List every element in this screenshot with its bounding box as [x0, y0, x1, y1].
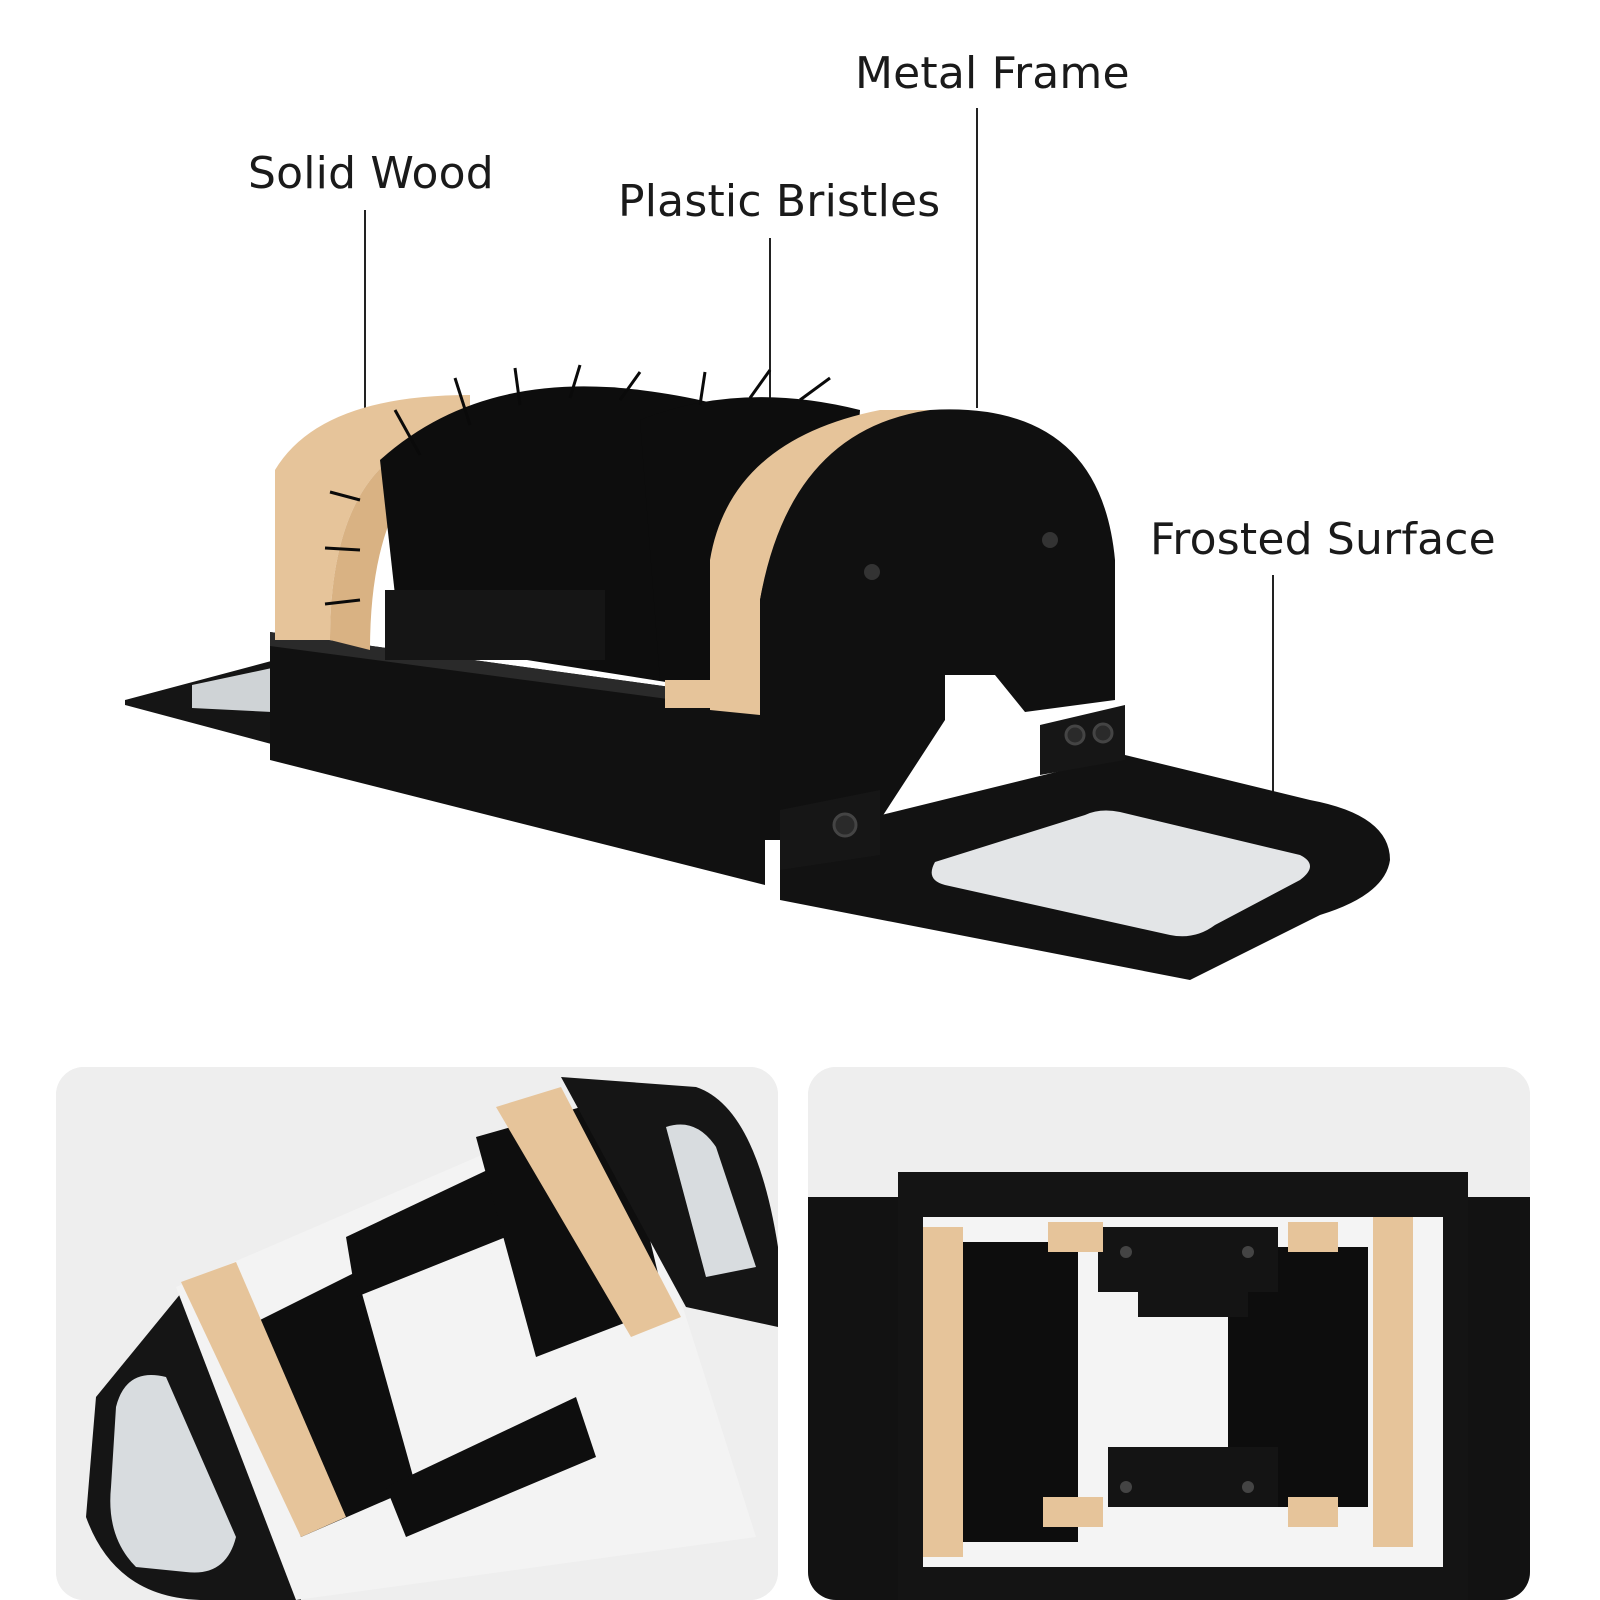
bracket-left: [780, 790, 880, 870]
leader-line-metal-frame: [976, 108, 978, 408]
top-view-brush-left: [226, 1272, 416, 1537]
leader-line-plastic-bristles: [769, 238, 771, 438]
small-wood-block: [665, 680, 710, 708]
underside-cross-plate-bottom: [1108, 1447, 1278, 1507]
top-view-brush-bottom: [386, 1397, 596, 1537]
underside-wood-block-2: [1288, 1222, 1338, 1252]
left-frosted-pad: [192, 668, 272, 712]
bottom-brush-block: [385, 590, 605, 660]
top-view-left-frosted-pad: [110, 1375, 236, 1573]
top-view-wood-left: [181, 1262, 346, 1537]
leader-line-solid-wood: [364, 210, 366, 445]
underside-wood-block-3: [1043, 1497, 1103, 1527]
callout-metal-frame: Metal Frame: [855, 48, 1130, 99]
underside-wood-bar-right: [1373, 1217, 1413, 1547]
underside-screw-4: [1242, 1481, 1254, 1493]
bracket-right-bolt-1: [1064, 724, 1086, 746]
bristle-strands: [324, 364, 831, 606]
underside-cross-plate-top: [1098, 1227, 1278, 1317]
arch-screw-right: [1042, 532, 1058, 548]
top-view-right-frosted-pad: [666, 1124, 756, 1277]
top-view-wood-right: [496, 1087, 681, 1337]
bracket-right-bolt-2: [1092, 722, 1114, 744]
left-wood-end-shade: [330, 430, 500, 650]
main-product-illustration: [125, 364, 1390, 980]
underside-view-illustration: [808, 1067, 1530, 1600]
detail-photo-top-view: [56, 1067, 778, 1600]
metal-arch-plate: [760, 409, 1115, 840]
underside-screw-2: [1242, 1246, 1254, 1258]
right-wood-end: [710, 410, 930, 715]
underside-screw-3: [1120, 1481, 1132, 1493]
callout-frosted-surface: Frosted Surface: [1150, 514, 1496, 565]
underside-screw-1: [1120, 1246, 1132, 1258]
right-frosted-pad: [931, 810, 1310, 937]
arch-screw-left: [864, 564, 880, 580]
callout-solid-wood: Solid Wood: [248, 148, 494, 199]
underside-wood-block-4: [1288, 1497, 1338, 1527]
top-view-illustration: [56, 1067, 778, 1600]
underside-wood-block-1: [1048, 1222, 1103, 1252]
underside-right-plate: [1463, 1197, 1530, 1600]
underside-left-plate: [808, 1197, 900, 1600]
underside-brush-left: [963, 1242, 1078, 1542]
bracket-left-bolt: [832, 812, 858, 838]
left-wood-end: [275, 395, 470, 640]
callout-plastic-bristles: Plastic Bristles: [618, 176, 941, 227]
detail-photo-underside-view: [808, 1067, 1530, 1600]
leader-line-frosted-surface: [1272, 575, 1274, 820]
underside-wood-bar-left: [923, 1227, 963, 1557]
